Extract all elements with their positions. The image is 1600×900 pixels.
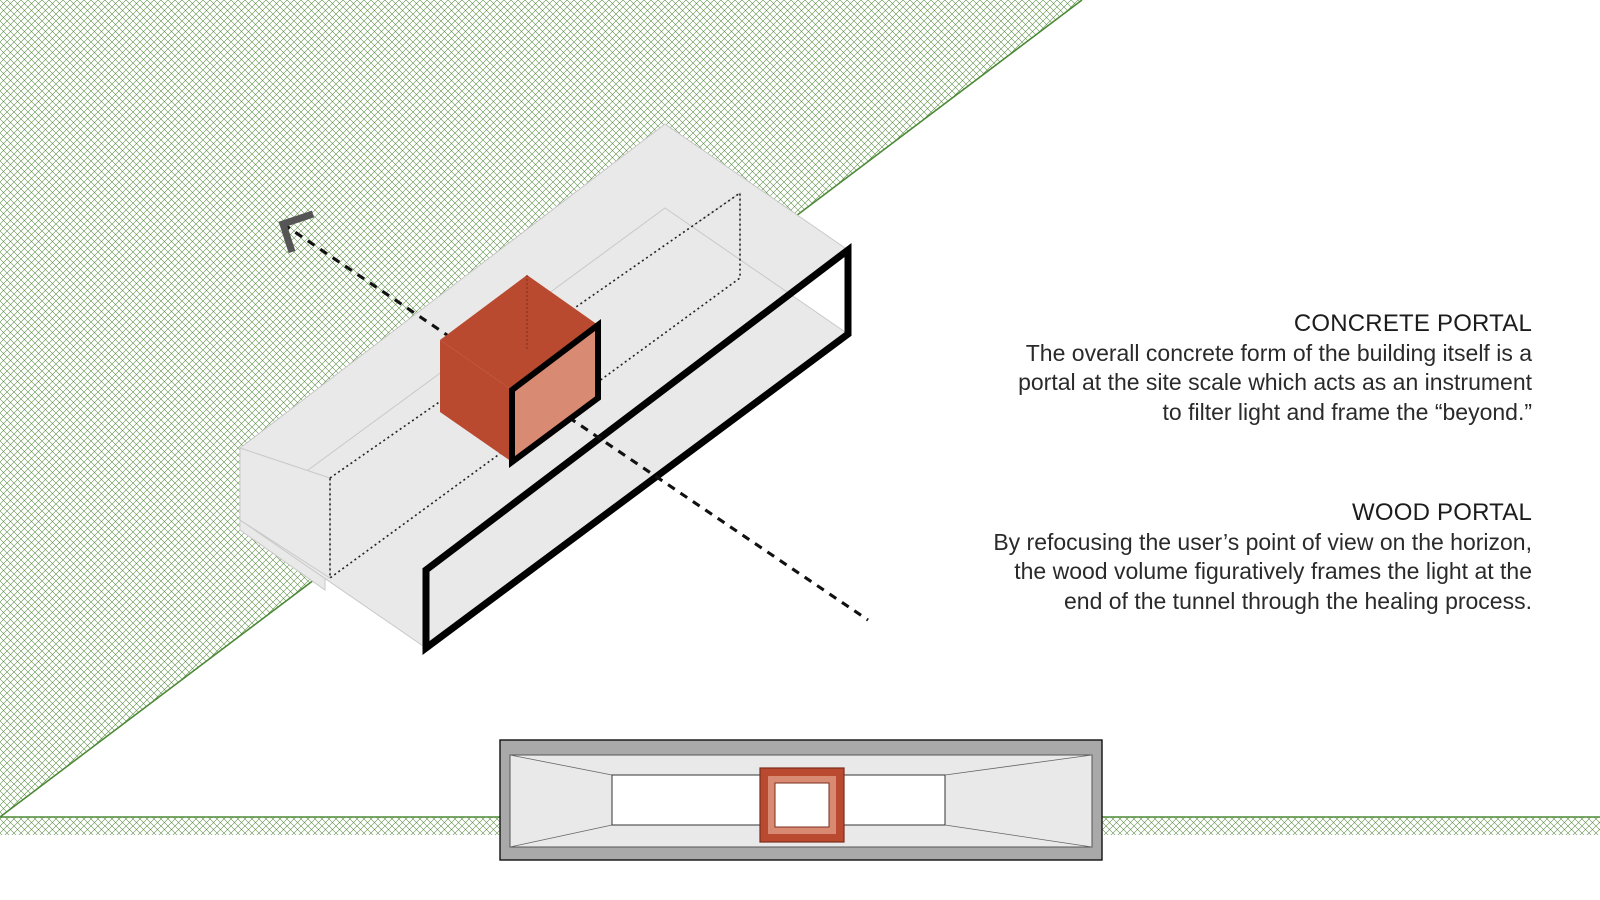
concrete-portal-text: CONCRETE PORTAL The overall concrete for… (952, 309, 1532, 427)
concrete-portal-line-2: portal at the site scale which acts as a… (1018, 369, 1532, 395)
wood-portal-text: WOOD PORTAL By refocusing the user’s poi… (912, 498, 1532, 616)
hidden-tunnel-outline (329, 191, 741, 580)
concrete-portal-frame (422, 242, 852, 655)
wood-portal-frame (509, 318, 601, 468)
section-wood-opening (774, 782, 830, 828)
wood-portal-heading: WOOD PORTAL (1352, 499, 1532, 526)
wood-front-face (512, 325, 598, 462)
wood-portal-line-1: By refocusing the user’s point of view o… (993, 528, 1532, 555)
wood-left-face (440, 340, 512, 462)
view-direction-arrowhead (278, 210, 315, 254)
wood-portal-line-3: end of the tunnel through the healing pr… (1063, 587, 1532, 614)
wood-volume (440, 275, 601, 468)
concrete-portal-line-1: The overall concrete form of the buildin… (1025, 339, 1532, 366)
wood-portal-line-2: the wood volume figuratively frames the … (1014, 558, 1532, 584)
side-wall-left (239, 447, 331, 579)
wood-top (440, 275, 598, 390)
section-elevation (499, 739, 1103, 861)
ground-hatch-right (1102, 817, 1600, 835)
concrete-portal-heading: CONCRETE PORTAL (1293, 310, 1532, 337)
view-direction-arrow (278, 210, 869, 622)
ground-hatch-left (0, 817, 500, 835)
concrete-portal-line-3: to filter light and frame the “beyond.” (1162, 398, 1532, 425)
